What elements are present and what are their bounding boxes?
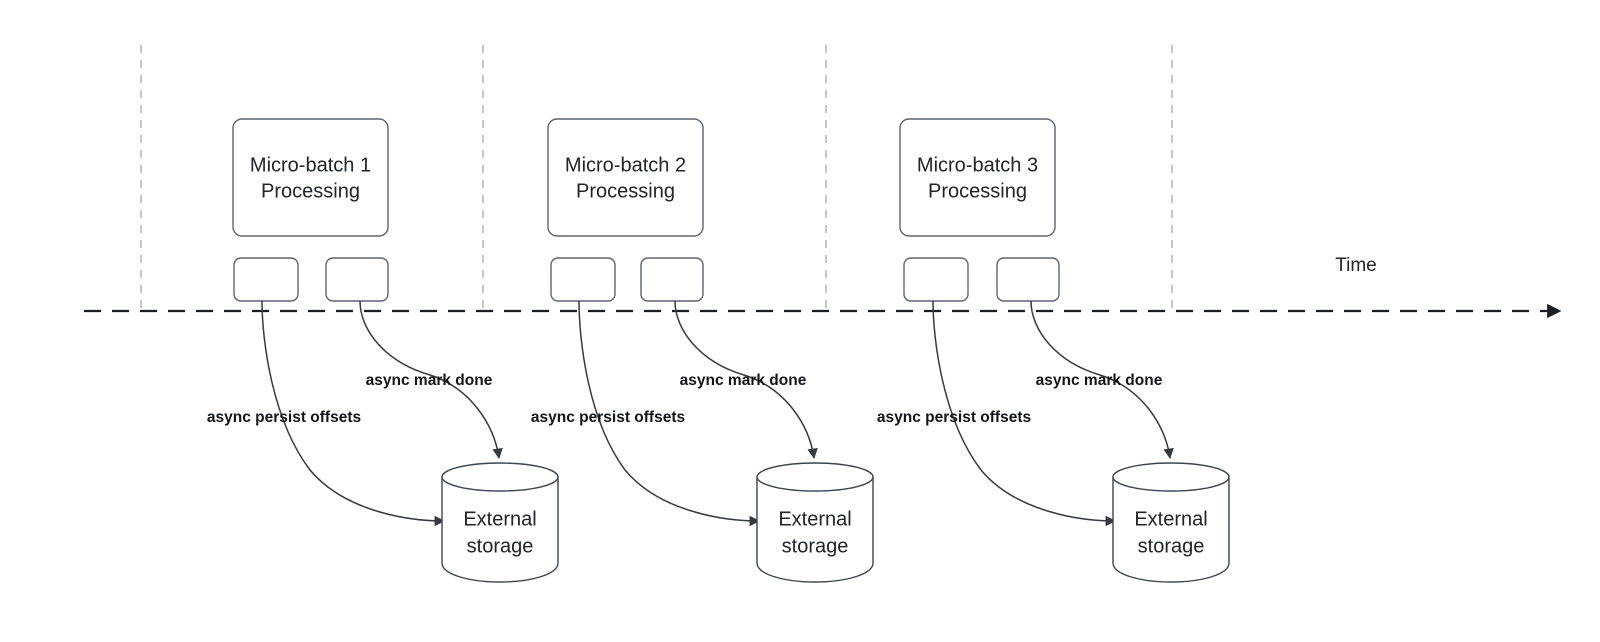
micro-batch-box-3[interactable] — [899, 118, 1056, 237]
mark-done-curve-2 — [674, 300, 818, 460]
task-box-1a[interactable] — [233, 257, 299, 302]
micro-batch-box-1[interactable] — [232, 118, 389, 237]
mark-done-curve-1 — [359, 300, 503, 460]
micro-batch-title-1-line1: Micro-batch 1 — [250, 154, 371, 176]
edge-label-persist-3: async persist offsets — [877, 409, 1031, 426]
micro-batch-title-3-line2: Processing — [928, 180, 1027, 202]
external-storage-cylinder-1[interactable]: External storage — [441, 462, 559, 583]
storage-label-3-line2: storage — [1138, 535, 1205, 557]
storage-label-2-line2: storage — [782, 535, 849, 557]
storage-label-2-line1: External — [778, 508, 851, 530]
persist-curve-2 — [578, 300, 761, 527]
micro-batch-title-3-line1: Micro-batch 3 — [917, 154, 1038, 176]
storage-label-3-line1: External — [1134, 508, 1207, 530]
storage-label-1-line2: storage — [467, 535, 534, 557]
batch-group-1: Micro-batch 1 Processing async persist o… — [207, 118, 559, 583]
edge-label-persist-1: async persist offsets — [207, 409, 361, 426]
task-box-2b[interactable] — [640, 257, 704, 302]
mark-done-curve-3 — [1030, 300, 1174, 460]
external-storage-cylinder-2[interactable]: External storage — [756, 462, 874, 583]
external-storage-cylinder-3[interactable]: External storage — [1112, 462, 1230, 583]
edge-label-persist-2: async persist offsets — [531, 409, 685, 426]
time-axis-label: Time — [1335, 255, 1377, 276]
micro-batch-title-2-line2: Processing — [576, 180, 675, 202]
edge-label-mark-done-2: async mark done — [680, 372, 807, 389]
micro-batch-title-2-line1: Micro-batch 2 — [565, 154, 686, 176]
task-box-3b[interactable] — [996, 257, 1060, 302]
storage-label-1-line1: External — [463, 508, 536, 530]
micro-batch-box-2[interactable] — [547, 118, 704, 237]
task-box-2a[interactable] — [550, 257, 616, 302]
batch-group-2: Micro-batch 2 Processing async persist o… — [531, 118, 874, 583]
edge-label-mark-done-1: async mark done — [366, 372, 493, 389]
task-box-1b[interactable] — [325, 257, 389, 302]
persist-curve-1 — [261, 300, 446, 527]
task-box-3a[interactable] — [903, 257, 969, 302]
micro-batch-title-1-line2: Processing — [261, 180, 360, 202]
batch-group-3: Micro-batch 3 Processing async persist o… — [877, 118, 1230, 583]
edge-label-mark-done-3: async mark done — [1036, 372, 1163, 389]
persist-curve-3 — [932, 300, 1117, 527]
